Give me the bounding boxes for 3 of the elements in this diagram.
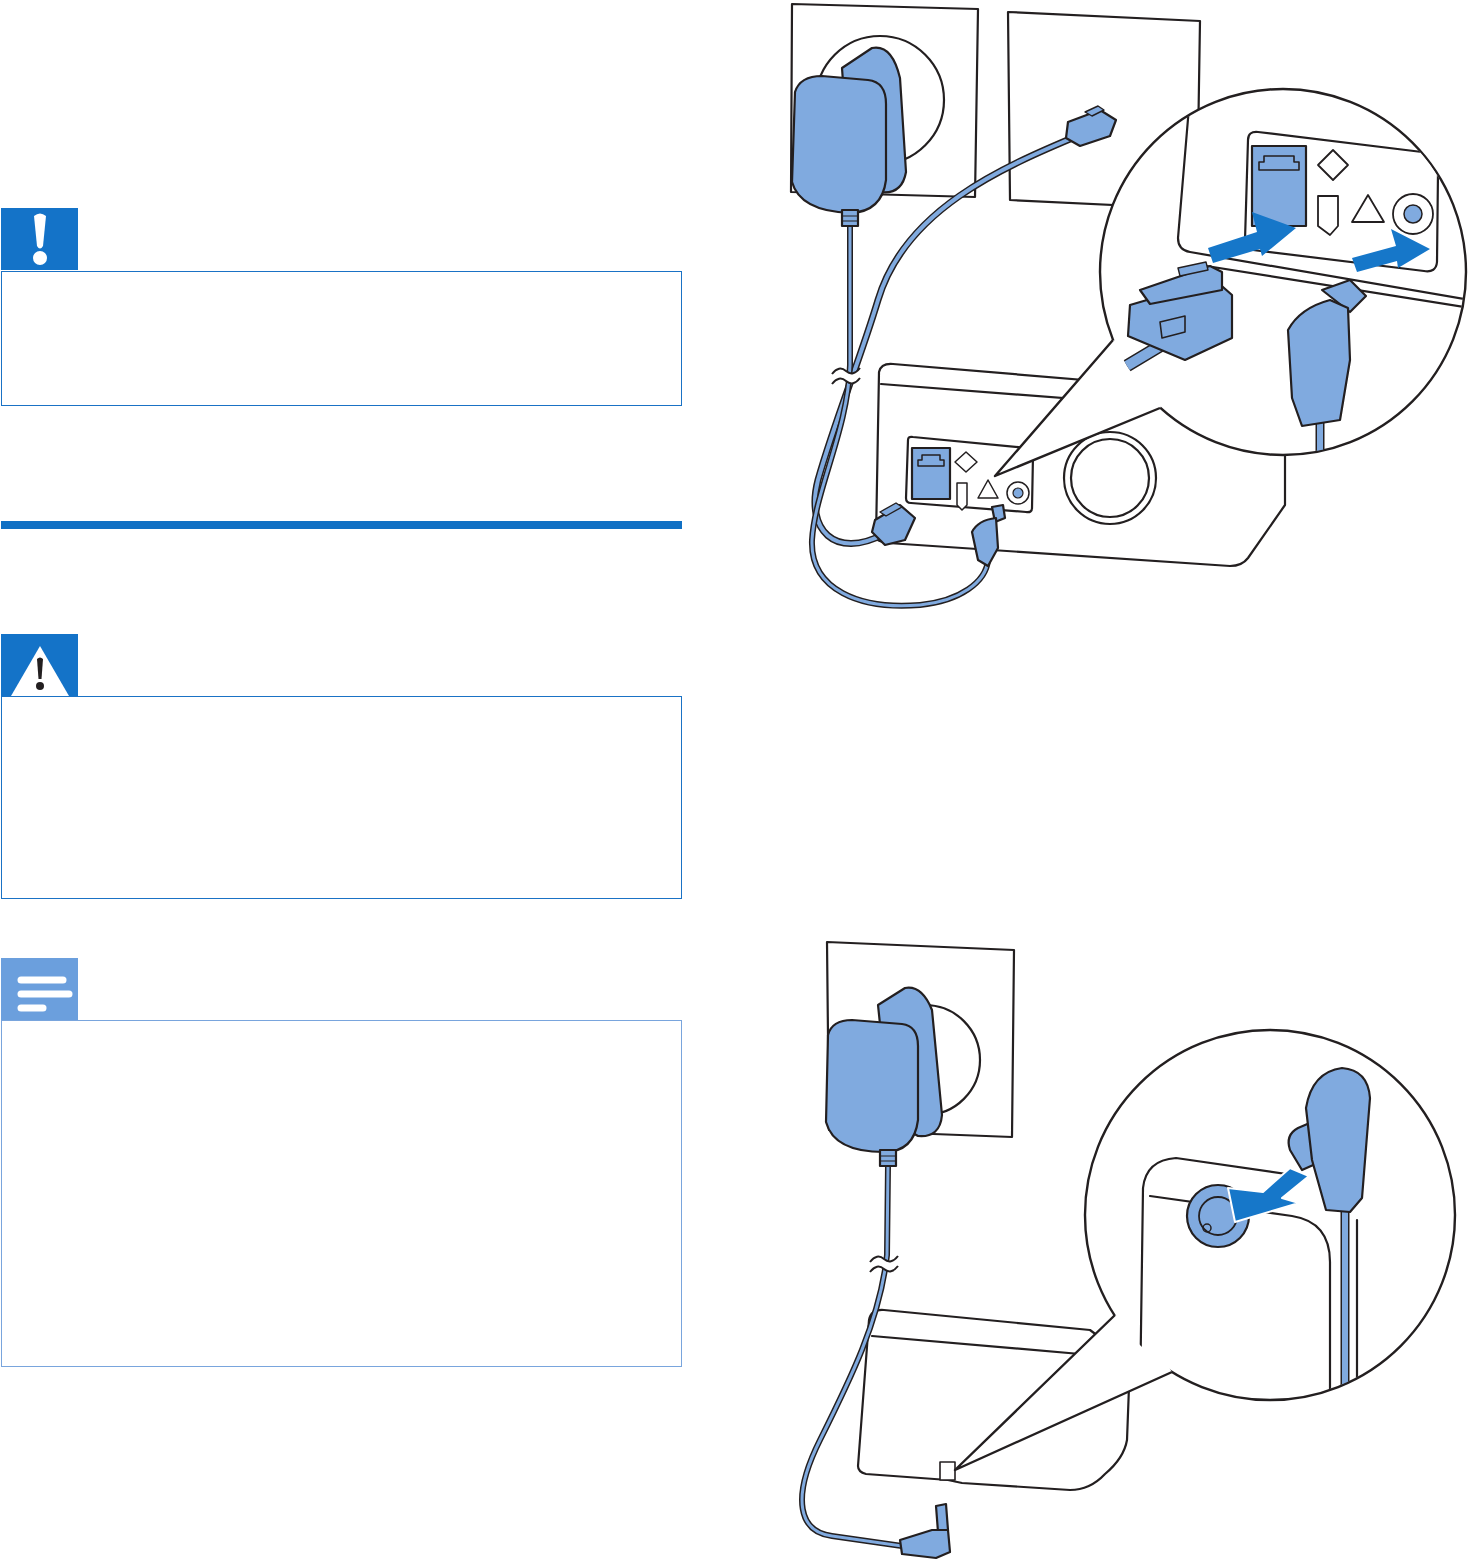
important-notice-panel xyxy=(1,271,682,406)
warning-notice-panel xyxy=(1,696,682,899)
note-panel xyxy=(1,1020,682,1367)
